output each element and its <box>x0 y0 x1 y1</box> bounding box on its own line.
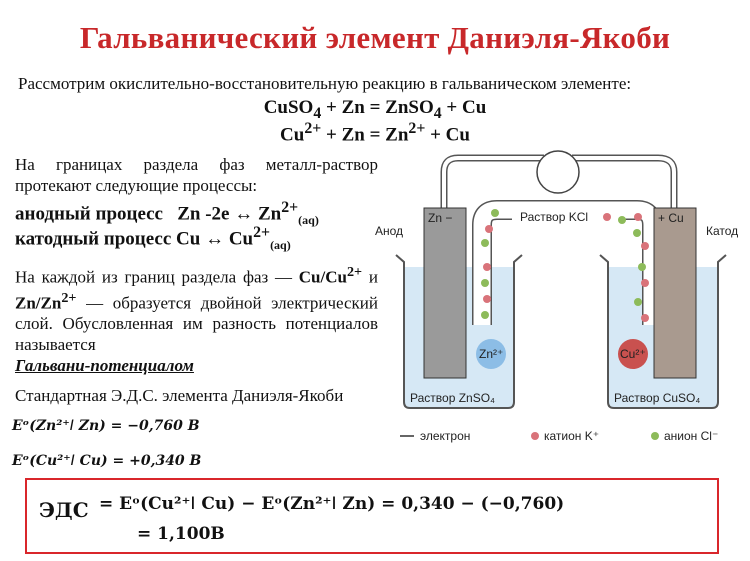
double-layer-text: На каждой из границ раздела фаз — Cu/Cu2… <box>15 264 378 376</box>
cu-electrode-label: + Cu <box>658 211 684 225</box>
cu-electrode <box>653 207 697 379</box>
potential-cu: Eᵒ(Cu²⁺ǀ Cu) = +0,340 B <box>12 453 202 469</box>
voltmeter-icon <box>536 150 580 194</box>
anode-process: анодный процесс Zn -2e ↔ Zn2+(aq) <box>15 199 319 228</box>
cu-ion-label: Cu²⁺ <box>620 347 646 361</box>
cu-ion <box>618 339 648 369</box>
emf-formula: = Eᵒ(Cu²⁺ǀ Cu) − Eᵒ(Zn²⁺ǀ Zn) = 0,340 − … <box>99 494 565 514</box>
zn-ion-label: Zn²⁺ <box>479 347 503 361</box>
equation-ionic: Cu2+ + Zn = Zn2+ + Cu <box>280 120 470 146</box>
salt-bridge-label: Раствор KCl <box>520 210 588 224</box>
phase-boundary-text: На границах раздела фаз металл-раствор п… <box>15 155 378 195</box>
zn-electrode-label: Zn − <box>428 211 452 225</box>
legend-electron: электрон <box>420 429 470 443</box>
cathode-label: Катод <box>706 224 738 238</box>
page-title: Гальванический элемент Даниэля-Якоби <box>79 20 671 55</box>
emf-result-box: ЭДС = Eᵒ(Cu²⁺ǀ Cu) − Eᵒ(Zn²⁺ǀ Zn) = 0,34… <box>25 478 719 554</box>
legend-anion: анион Cl⁻ <box>664 429 718 443</box>
emf-label: ЭДС <box>39 498 89 522</box>
zn-ion <box>476 339 506 369</box>
zn-electrode <box>423 207 467 379</box>
beaker-right <box>599 254 727 409</box>
emf-result: = 1,100B <box>137 524 225 544</box>
potential-zn: Eᵒ(Zn²⁺ǀ Zn) = −0,760 B <box>12 418 200 434</box>
cathode-process: катодный процесс Cu ↔ Cu2+(aq) <box>15 224 291 253</box>
intro-text: Рассмотрим окислительно-восстановительну… <box>18 74 632 93</box>
zn-solution-label: Раствор ZnSO₄ <box>410 391 495 405</box>
anion-icon <box>651 432 659 440</box>
beaker-left <box>395 254 523 409</box>
cu-solution-label: Раствор CuSO₄ <box>614 391 700 405</box>
anode-label: Анод <box>375 224 403 238</box>
cation-icon <box>531 432 539 440</box>
standard-emf-heading: Стандартная Э.Д.С. элемента Даниэля-Якоб… <box>15 386 344 405</box>
legend-cation: катион K⁺ <box>544 429 599 443</box>
daniell-cell-diagram: Zn − + Cu Раствор KCl Анод Катод Zn²⁺ Cu… <box>375 150 738 443</box>
equation-molecular: CuSO4 + Zn = ZnSO4 + Cu <box>263 97 487 122</box>
ion-dots <box>481 209 649 322</box>
